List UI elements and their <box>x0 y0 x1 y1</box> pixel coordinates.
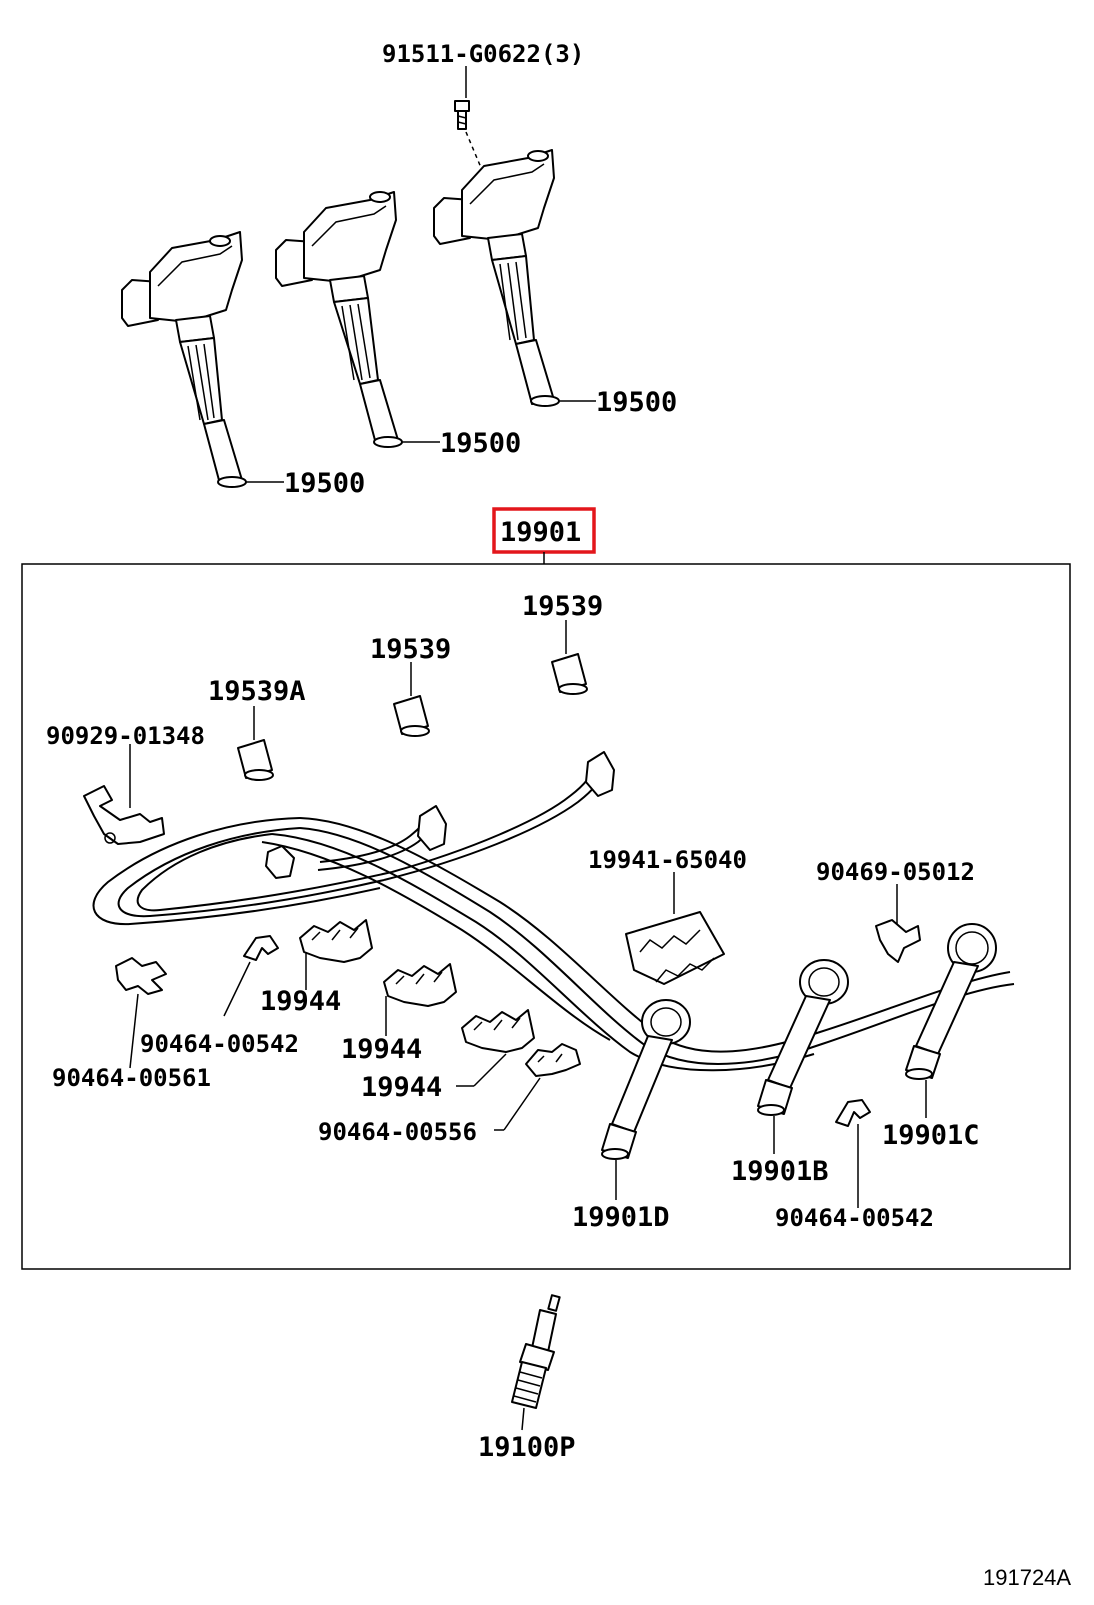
plug-cap-top-icon[interactable] <box>585 751 615 797</box>
cord-set-frame <box>21 563 1071 1270</box>
clamp-19944-b-icon[interactable] <box>383 963 457 1036</box>
clip-561-icon[interactable] <box>115 957 167 1069</box>
boot-top-icon[interactable] <box>551 620 588 695</box>
boot-top-label[interactable]: 19539 <box>522 591 603 622</box>
clip-542-right-icon[interactable] <box>835 1099 871 1208</box>
coil-label-left[interactable]: 19500 <box>284 468 365 499</box>
clip-556-label[interactable]: 90464-00556 <box>318 1118 477 1146</box>
coil-label-middle[interactable]: 19500 <box>440 428 521 459</box>
cord-b-label[interactable]: 19901B <box>731 1156 829 1187</box>
holder-icon[interactable] <box>625 872 725 985</box>
cord-set-label[interactable]: 19901 <box>500 517 581 548</box>
cord-c-icon[interactable] <box>905 923 997 1118</box>
clip-542-left-label[interactable]: 90464-00542 <box>140 1030 299 1058</box>
ignition-coil-left-icon[interactable] <box>121 231 284 488</box>
boot-middle-label[interactable]: 19539 <box>370 634 451 665</box>
spark-plug-icon[interactable] <box>511 1294 561 1431</box>
cable-harness-icon[interactable] <box>92 765 1015 1072</box>
ignition-coil-right-icon[interactable] <box>433 149 596 407</box>
bolt-label[interactable]: 91511-G0622(3) <box>382 40 584 68</box>
boot-middle-icon[interactable] <box>393 662 430 737</box>
clip-542-left-icon[interactable] <box>223 935 279 1017</box>
plug-cap-middle-icon[interactable] <box>417 805 447 851</box>
clamp-19944-a-icon[interactable] <box>299 919 373 990</box>
bolt-icon[interactable] <box>454 66 483 171</box>
cord-c-label[interactable]: 19901C <box>882 1120 980 1151</box>
clip-561-label[interactable]: 90464-00561 <box>52 1064 211 1092</box>
clamp-19944-a-label[interactable]: 19944 <box>260 986 341 1017</box>
clamp-19944-c-icon[interactable] <box>456 1009 535 1087</box>
diagram-code: 191724A <box>983 1565 1071 1590</box>
clamp-19944-b-label[interactable]: 19944 <box>341 1034 422 1065</box>
ignition-coil-middle-icon[interactable] <box>275 191 440 448</box>
clip-right-label[interactable]: 90469-05012 <box>816 858 975 886</box>
holder-label[interactable]: 19941-65040 <box>588 846 747 874</box>
plug-cap-left-icon[interactable] <box>265 845 295 879</box>
clip-right-icon[interactable] <box>875 884 921 963</box>
clip-542-right-label[interactable]: 90464-00542 <box>775 1204 934 1232</box>
coil-label-right[interactable]: 19500 <box>596 387 677 418</box>
boot-a-icon[interactable] <box>237 706 274 781</box>
boot-a-label[interactable]: 19539A <box>208 676 306 707</box>
clamp-top-left-label[interactable]: 90929-01348 <box>46 722 205 750</box>
clip-556-icon[interactable] <box>494 1043 581 1131</box>
clamp-top-left-icon[interactable] <box>83 744 165 845</box>
cord-d-icon[interactable] <box>601 999 691 1200</box>
cord-b-icon[interactable] <box>757 959 849 1154</box>
spark-plug-label[interactable]: 19100P <box>478 1432 576 1463</box>
clamp-19944-c-label[interactable]: 19944 <box>361 1072 442 1103</box>
cord-d-label[interactable]: 19901D <box>572 1202 670 1233</box>
